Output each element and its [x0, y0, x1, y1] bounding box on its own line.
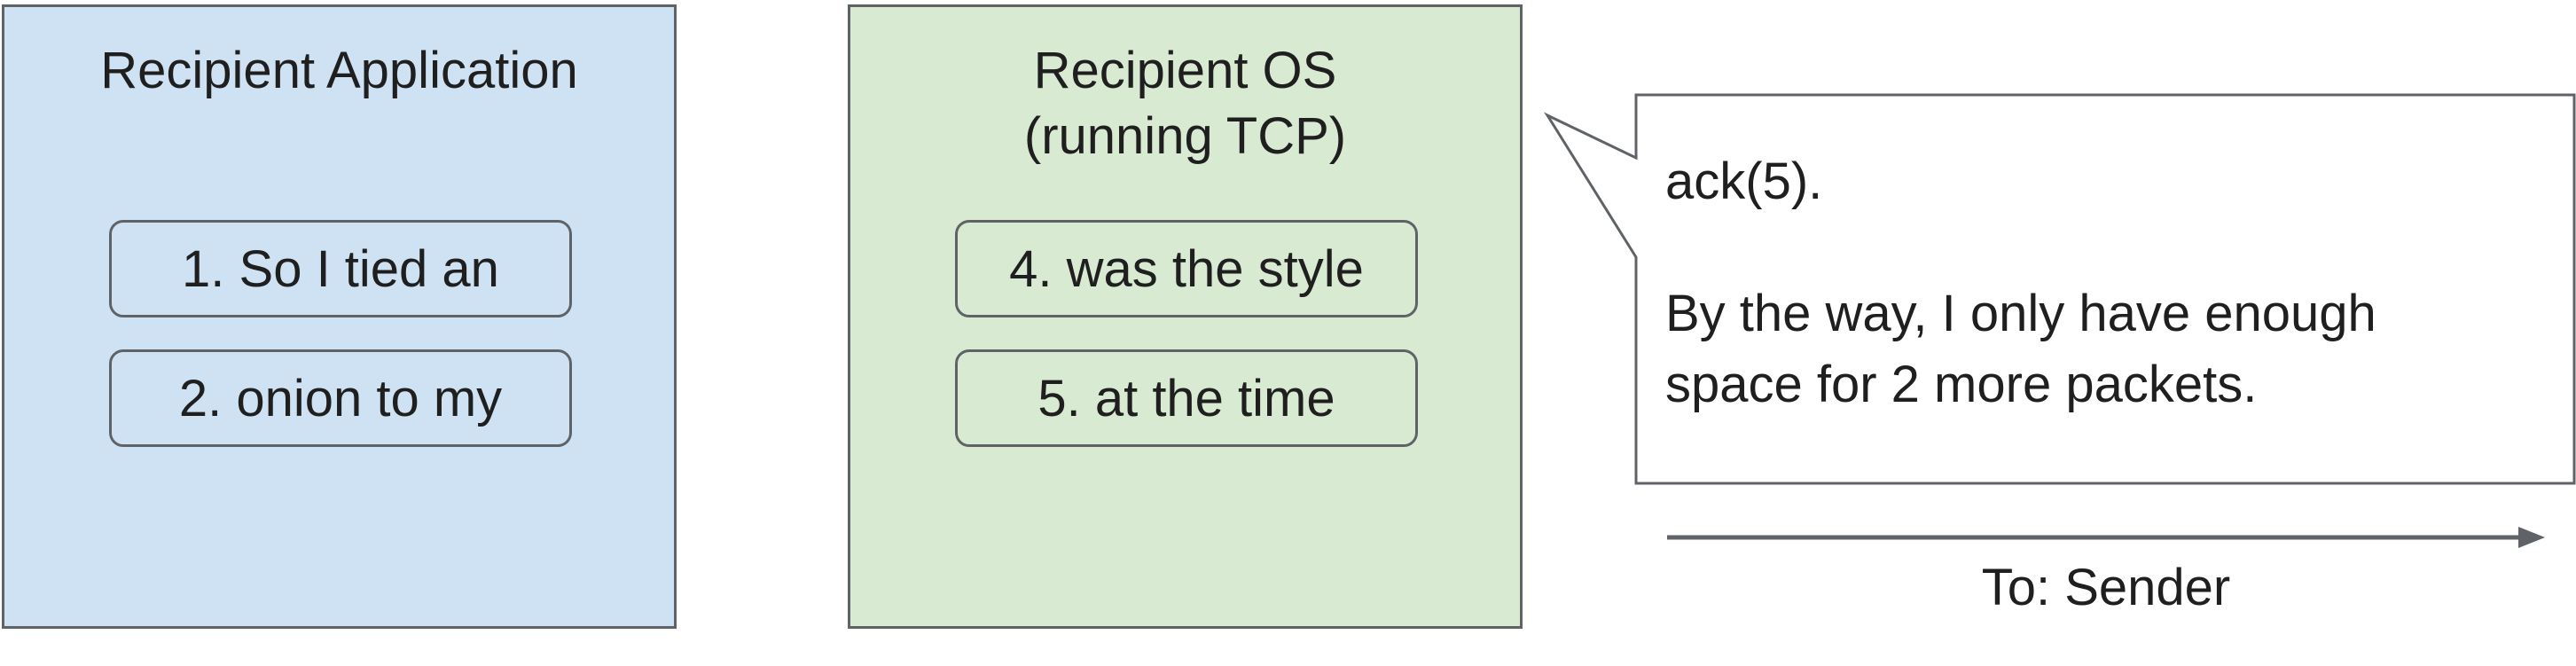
- application-packet-1: 1. So I tied an: [109, 220, 572, 317]
- arrow-head: [2518, 527, 2545, 548]
- ack-line: ack(5).: [1665, 153, 1823, 210]
- callout-text: ack(5). By the way, I only have enough s…: [1665, 146, 2517, 420]
- arrow-label: To: Sender: [1981, 559, 2231, 616]
- recipient-os-panel: Recipient OS (running TCP) 4. was the st…: [848, 4, 1523, 629]
- recipient-application-title: Recipient Application: [100, 42, 578, 99]
- recipient-application-panel: Recipient Application 1. So I tied an 2.…: [2, 4, 677, 629]
- os-packet-5: 5. at the time: [955, 349, 1418, 447]
- window-space-line: By the way, I only have enough space for…: [1665, 285, 2376, 413]
- recipient-os-title: Recipient OS (running TCP): [1023, 42, 1347, 165]
- os-packet-4: 4. was the style: [955, 220, 1418, 317]
- application-packet-2: 2. onion to my: [109, 349, 572, 447]
